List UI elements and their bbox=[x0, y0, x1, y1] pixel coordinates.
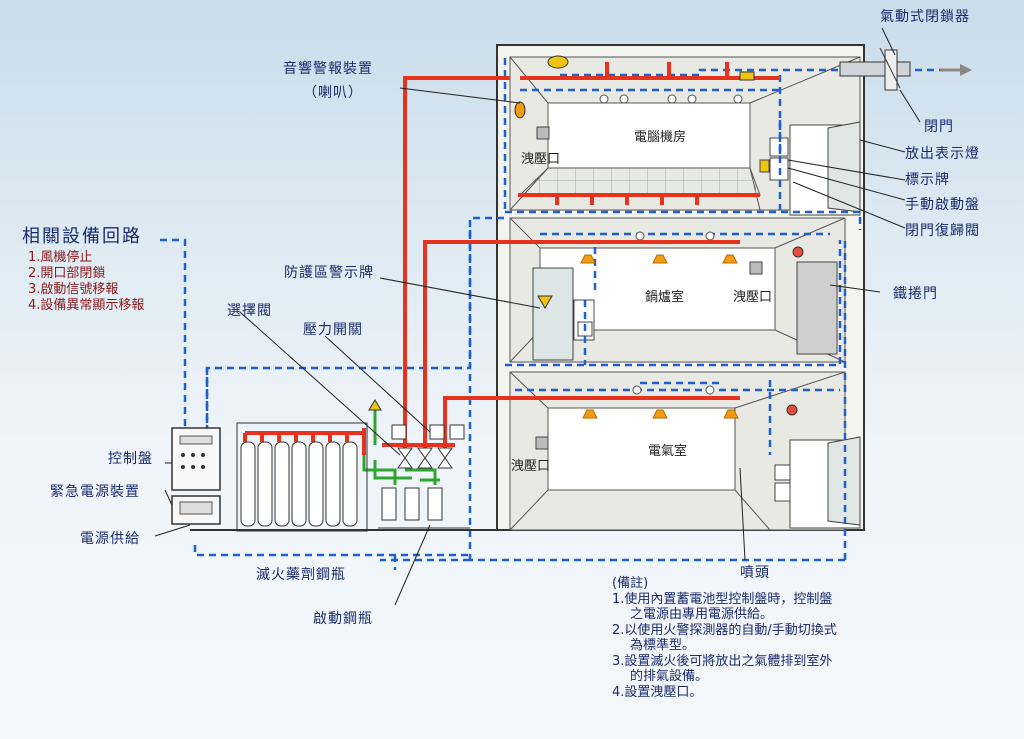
label-starter-cylinders: 啟動鋼瓶 bbox=[313, 611, 373, 627]
label-pneumatic-lock: 氣動式閉鎖器 bbox=[880, 9, 970, 25]
circuits-title: 相關設備回路 bbox=[22, 226, 142, 247]
room-electric: 電氣室 bbox=[648, 444, 688, 459]
note-line: 4.設置洩壓口。 bbox=[612, 684, 703, 700]
label-agent-cylinders: 滅火藥劑鋼瓶 bbox=[256, 567, 346, 583]
vent-label-electric: 洩壓口 bbox=[511, 459, 551, 474]
note-line: 為標準型。 bbox=[630, 638, 696, 653]
circuit-item: 3.啟動信號移報 bbox=[28, 282, 119, 297]
label-sign-board: 標示牌 bbox=[905, 172, 950, 188]
circuit-item: 1.風機停止 bbox=[28, 250, 93, 265]
pneumatic-lock-icon bbox=[839, 47, 972, 91]
label-alarm-device-sub: （喇叭） bbox=[303, 85, 363, 101]
starter-piping bbox=[362, 410, 440, 485]
label-pressure-switch: 壓力開關 bbox=[303, 322, 363, 338]
selector-valves bbox=[368, 399, 465, 469]
circuits-list: 1.風機停止 2.開口部閉鎖 3.啟動信號移報 4.設備異常顯示移報 bbox=[28, 250, 144, 314]
note-line: 1.使用內置蓄電池型控制盤時，控制盤 bbox=[612, 591, 833, 607]
label-selector-valve: 選擇閥 bbox=[227, 303, 272, 319]
agent-piping bbox=[243, 76, 780, 455]
notes: (備註) 1.使用內置蓄電池型控制盤時，控制盤 之電源由專用電源供給。 2.以使… bbox=[612, 576, 837, 700]
room-boiler: 鍋爐室 bbox=[645, 290, 685, 305]
nozzle-drops bbox=[555, 62, 729, 205]
circuit-item: 4.設備異常顯示移報 bbox=[28, 298, 145, 313]
circuit-item: 2.開口部閉鎖 bbox=[28, 266, 106, 281]
label-alarm-device: 音響警報裝置 bbox=[283, 61, 373, 77]
label-rolling-door: 鐵捲門 bbox=[893, 286, 938, 302]
detectors bbox=[599, 94, 743, 395]
label-emergency-power: 緊急電源裝置 bbox=[50, 484, 140, 500]
label-manual-panel: 手動啟動盤 bbox=[905, 197, 980, 213]
note-line: 3.設置滅火後可將放出之氣體排到室外 bbox=[612, 653, 833, 669]
alarm-speaker-icon bbox=[547, 55, 569, 69]
vent-label-computer: 洩壓口 bbox=[521, 152, 561, 167]
control-panel-icon bbox=[171, 427, 221, 525]
notes-title: (備註) bbox=[612, 576, 649, 591]
label-zone-warning-sign: 防護區警示牌 bbox=[284, 265, 374, 281]
leader-lines bbox=[154, 27, 921, 606]
label-control-panel: 控制盤 bbox=[108, 451, 153, 467]
starter-cylinders bbox=[378, 487, 470, 529]
note-line: 2.以使用火警探測器的自動/手動切換式 bbox=[612, 622, 837, 638]
signal-wires bbox=[160, 58, 940, 570]
label-discharge-light: 放出表示燈 bbox=[905, 146, 980, 162]
note-line: 之電源由專用電源供給。 bbox=[630, 607, 774, 622]
note-line: 的排氣設備。 bbox=[630, 669, 709, 684]
label-close-door: 閉門 bbox=[924, 119, 954, 135]
label-nozzle: 噴頭 bbox=[740, 565, 770, 581]
label-door-reset: 閉門復歸閥 bbox=[905, 223, 980, 239]
room-computer: 電腦機房 bbox=[634, 130, 687, 145]
vent-label-boiler: 洩壓口 bbox=[733, 290, 773, 305]
label-power-supply: 電源供給 bbox=[80, 531, 140, 547]
agent-cylinders bbox=[236, 422, 368, 532]
nozzle-heads bbox=[580, 254, 739, 419]
